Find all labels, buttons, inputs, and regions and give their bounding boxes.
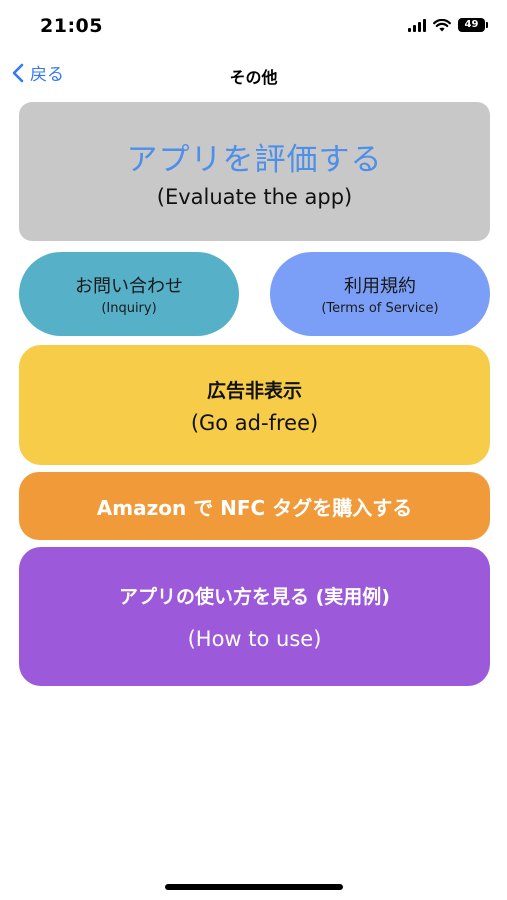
terms-label-jp: 利用規約	[344, 276, 416, 297]
page-title: その他	[229, 68, 278, 87]
status-icons: 49	[408, 18, 488, 32]
evaluate-app-button[interactable]: アプリを評価する (Evaluate the app)	[19, 102, 490, 241]
status-bar: 21:05 49	[0, 0, 507, 52]
buy-nfc-tag-label: Amazon で NFC タグを購入する	[96, 495, 413, 520]
cellular-signal-icon	[408, 18, 426, 32]
ad-free-label-en: (Go ad-free)	[190, 410, 319, 435]
ad-free-button[interactable]: 広告非表示 (Go ad-free)	[19, 345, 490, 465]
wifi-icon	[433, 18, 451, 31]
battery-icon: 49	[458, 18, 488, 32]
back-button[interactable]: 戻る	[12, 60, 64, 85]
terms-label-en: (Terms of Service)	[321, 301, 439, 316]
inquiry-button[interactable]: お問い合わせ (Inquiry)	[19, 252, 239, 336]
navigation-bar: 戻る その他	[0, 52, 507, 96]
back-label: 戻る	[30, 65, 64, 85]
inquiry-label-jp: お問い合わせ	[75, 276, 183, 297]
home-indicator[interactable]	[165, 884, 343, 890]
evaluate-app-label-jp: アプリを評価する	[126, 142, 383, 178]
inquiry-label-en: (Inquiry)	[101, 301, 157, 316]
terms-of-service-button[interactable]: 利用規約 (Terms of Service)	[270, 252, 490, 336]
how-to-use-button[interactable]: アプリの使い方を見る (実用例) (How to use)	[19, 547, 490, 686]
how-to-use-label-jp: アプリの使い方を見る (実用例)	[119, 586, 390, 608]
status-time: 21:05	[40, 15, 103, 37]
ad-free-label-jp: 広告非表示	[206, 379, 302, 402]
evaluate-app-label-en: (Evaluate the app)	[156, 185, 353, 209]
how-to-use-label-en: (How to use)	[187, 627, 322, 651]
buy-nfc-tag-button[interactable]: Amazon で NFC タグを購入する	[19, 472, 490, 540]
chevron-left-icon	[12, 63, 24, 82]
